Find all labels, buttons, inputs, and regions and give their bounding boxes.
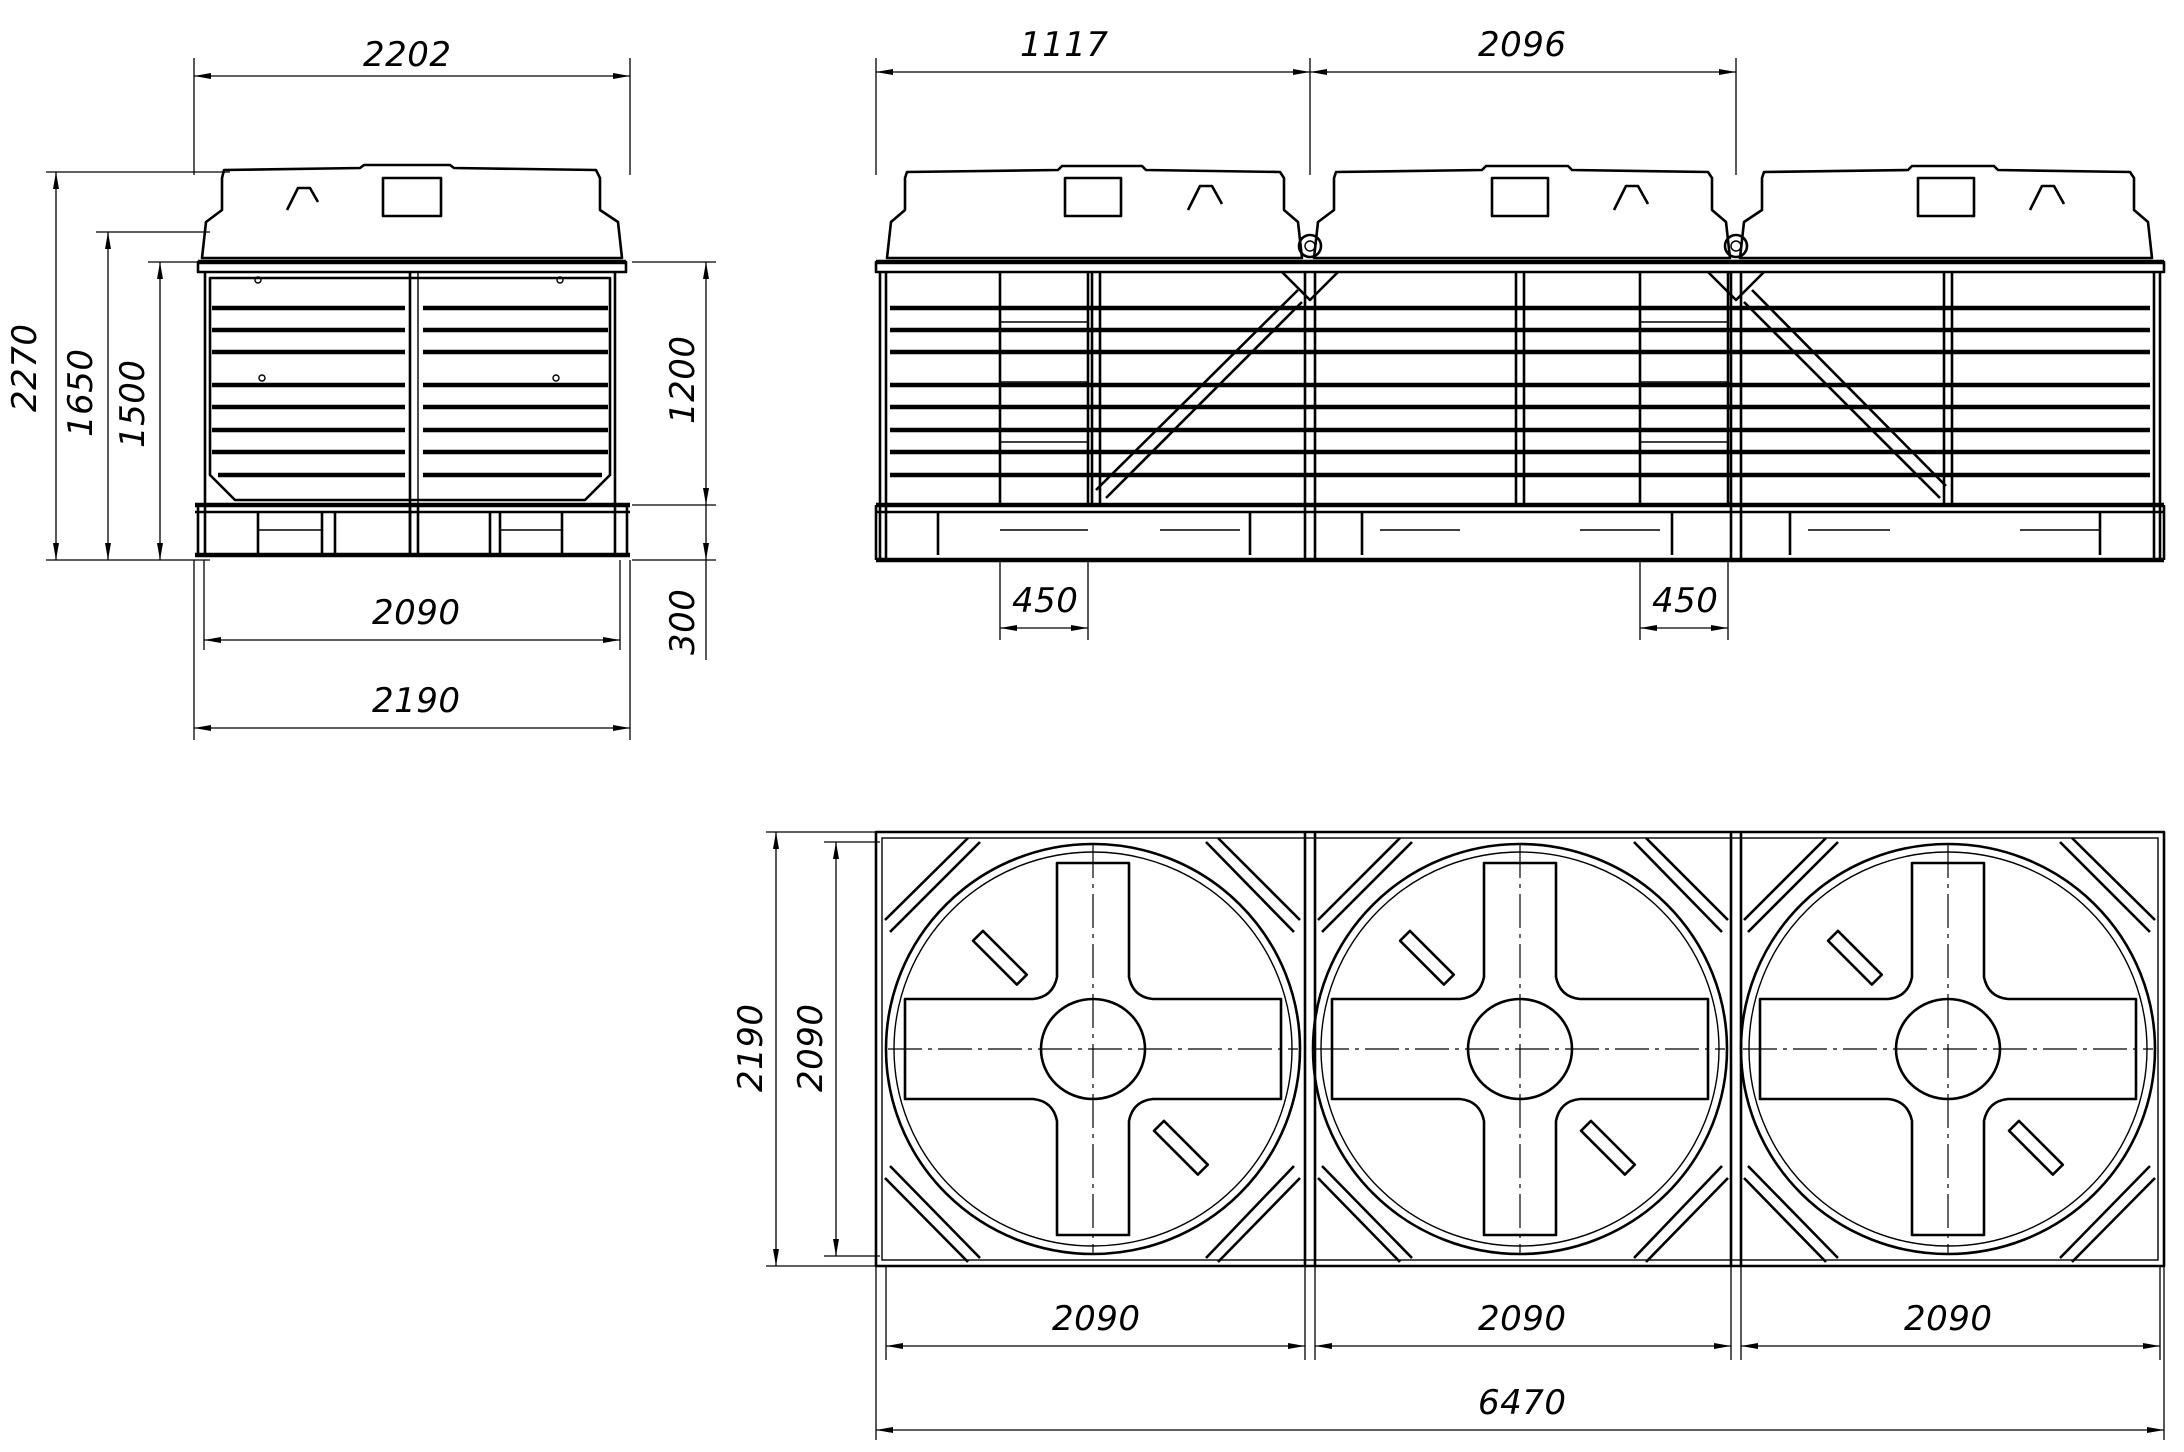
side-lid-2 bbox=[1312, 164, 1732, 260]
side-lid-3 bbox=[1738, 164, 2154, 260]
dim-outer-width: 2190 bbox=[372, 681, 461, 721]
plan-tank-3 bbox=[1739, 842, 2157, 1256]
side-ribs bbox=[890, 305, 2150, 478]
dim-bay-2: 2090 bbox=[1478, 1299, 1567, 1339]
dim-bay-3: 2090 bbox=[1904, 1299, 1993, 1339]
plan-view bbox=[874, 830, 2166, 1268]
dim-inner-width: 2090 bbox=[372, 593, 461, 633]
dim-offset: 1117 bbox=[1020, 25, 1109, 65]
plan-tank-2 bbox=[1311, 842, 1729, 1256]
dim-tank-height: 1200 bbox=[663, 335, 703, 424]
dim-gap-right: 450 bbox=[1652, 581, 1718, 621]
plan-tank-1 bbox=[884, 842, 1302, 1256]
dim-height-1500: 1500 bbox=[113, 359, 153, 448]
plan-dimensions: 2190 2090 2090 2090 2090 6470 bbox=[731, 831, 2165, 1440]
side-lid-1 bbox=[885, 164, 1304, 260]
dim-top-width: 2202 bbox=[363, 35, 452, 75]
dim-height-1650: 1650 bbox=[61, 348, 101, 437]
front-view bbox=[195, 163, 630, 558]
dim-gap-left: 450 bbox=[1012, 581, 1078, 621]
front-ribs bbox=[212, 305, 608, 478]
dim-bay-1: 2090 bbox=[1052, 1299, 1141, 1339]
front-dimensions: 2202 2270 1650 1500 1200 300 2090 2190 bbox=[5, 35, 716, 740]
dim-pitch: 2096 bbox=[1478, 25, 1567, 65]
dim-overall-height: 2270 bbox=[5, 323, 45, 412]
side-view bbox=[874, 164, 2166, 563]
dim-frame-height: 300 bbox=[663, 589, 703, 655]
dim-total-length: 6470 bbox=[1478, 1383, 1567, 1423]
side-dimensions: 1117 2096 450 450 bbox=[875, 25, 1737, 640]
dim-plan-inner-depth: 2090 bbox=[791, 1003, 831, 1092]
dim-plan-outer-depth: 2190 bbox=[731, 1003, 771, 1092]
